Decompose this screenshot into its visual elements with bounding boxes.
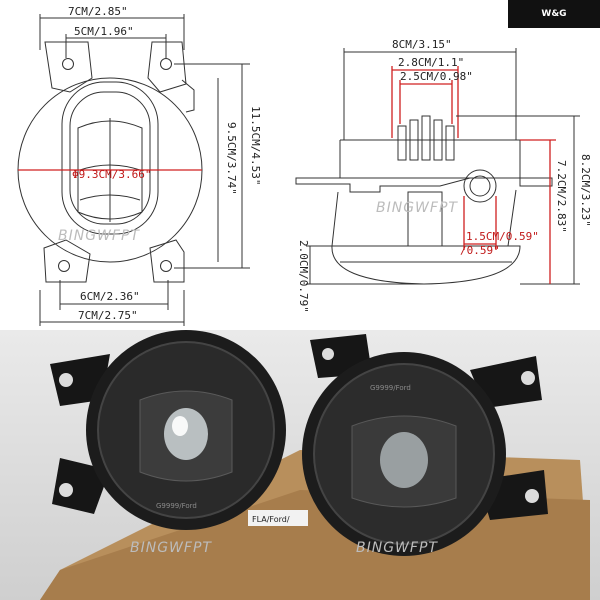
side-fin-inner-label: 2.5CM/0.98" bbox=[400, 70, 473, 83]
front-bottom-outer-label: 7CM/2.75" bbox=[78, 309, 138, 322]
front-ear-top-right bbox=[147, 41, 187, 93]
product-photo: FLA/Ford/ G9999/Ford G9999/F bbox=[0, 330, 600, 600]
side-fin-2 bbox=[409, 119, 419, 161]
front-lens-inner bbox=[69, 91, 151, 225]
watermark-photo-left: BINGWFPT bbox=[130, 540, 212, 556]
side-fin-1 bbox=[397, 125, 407, 161]
side-fin-width-label: 2.8CM/1.1" bbox=[398, 56, 464, 69]
fog-lamp-right: G9999/Ford bbox=[302, 334, 548, 556]
side-fin-5 bbox=[445, 125, 455, 161]
fog-lamp-left: G9999/Ford bbox=[50, 330, 286, 530]
front-diameter-label: Φ9.3CM/3.66" bbox=[72, 168, 151, 181]
side-height-body-label: 7.2CM/2.83" bbox=[555, 160, 568, 233]
side-height-total-label: 8.2CM/3.23" bbox=[579, 154, 592, 227]
front-top-outer-label: 7CM/2.85" bbox=[68, 5, 128, 18]
front-hole-3 bbox=[58, 260, 70, 272]
front-ear-bottom-left bbox=[43, 239, 91, 283]
front-hole-2 bbox=[160, 58, 172, 70]
front-view: 7CM/2.85" 5CM/1.96" 11.5CM/4.53" 9.5CM/3… bbox=[17, 5, 262, 326]
front-reflector-low bbox=[79, 194, 141, 201]
dimension-drawing: 7CM/2.85" 5CM/1.96" 11.5CM/4.53" 9.5CM/3… bbox=[17, 5, 592, 326]
watermark-side: BINGWFPT bbox=[376, 200, 458, 216]
brand-logo: W&G bbox=[508, 0, 600, 28]
side-connector-label: 1.5CM/0.59" bbox=[466, 230, 539, 243]
front-lens-outer bbox=[61, 81, 159, 235]
brand-logo-text: W&G bbox=[541, 9, 567, 19]
front-connector bbox=[181, 79, 195, 113]
front-hole-1 bbox=[62, 58, 74, 70]
side-fin-3 bbox=[421, 115, 431, 161]
side-flange bbox=[295, 177, 553, 193]
side-view: 8CM/3.15" 2.8CM/1.1" 2.5CM/0.98" 8.2CM/3… bbox=[295, 38, 592, 313]
front-ear-top-left bbox=[44, 41, 93, 93]
front-reflector-mid bbox=[79, 164, 141, 171]
watermark-photo-right: BINGWFPT bbox=[356, 540, 438, 556]
front-hole-4 bbox=[160, 260, 172, 272]
side-fin-4 bbox=[433, 119, 443, 161]
side-lens-dome bbox=[331, 245, 521, 285]
box-label bbox=[248, 510, 308, 526]
watermark-front: BINGWFPT bbox=[58, 228, 140, 244]
side-top-width-label: 8CM/3.15" bbox=[392, 38, 452, 51]
lens-text-right: G9999/Ford bbox=[370, 384, 411, 392]
side-connector-inner bbox=[469, 175, 491, 197]
side-lens-depth-label: 2.0CM/0.79" bbox=[297, 240, 310, 313]
box-label-text: FLA/Ford/ bbox=[252, 515, 290, 524]
front-height-outer-label: 11.5CM/4.53" bbox=[249, 106, 262, 185]
front-height-inner-label: 9.5CM/3.74" bbox=[225, 122, 238, 195]
side-stem bbox=[407, 191, 443, 247]
front-top-inner-label: 5CM/1.96" bbox=[74, 25, 134, 38]
lens-text-left: G9999/Ford bbox=[156, 502, 197, 510]
front-ear-bottom-right bbox=[149, 239, 185, 283]
front-bottom-inner-label: 6CM/2.36" bbox=[80, 290, 140, 303]
side-connector-label-b: /0.59" bbox=[460, 244, 500, 257]
side-connector-outer bbox=[463, 169, 497, 203]
front-reflector bbox=[77, 120, 143, 220]
